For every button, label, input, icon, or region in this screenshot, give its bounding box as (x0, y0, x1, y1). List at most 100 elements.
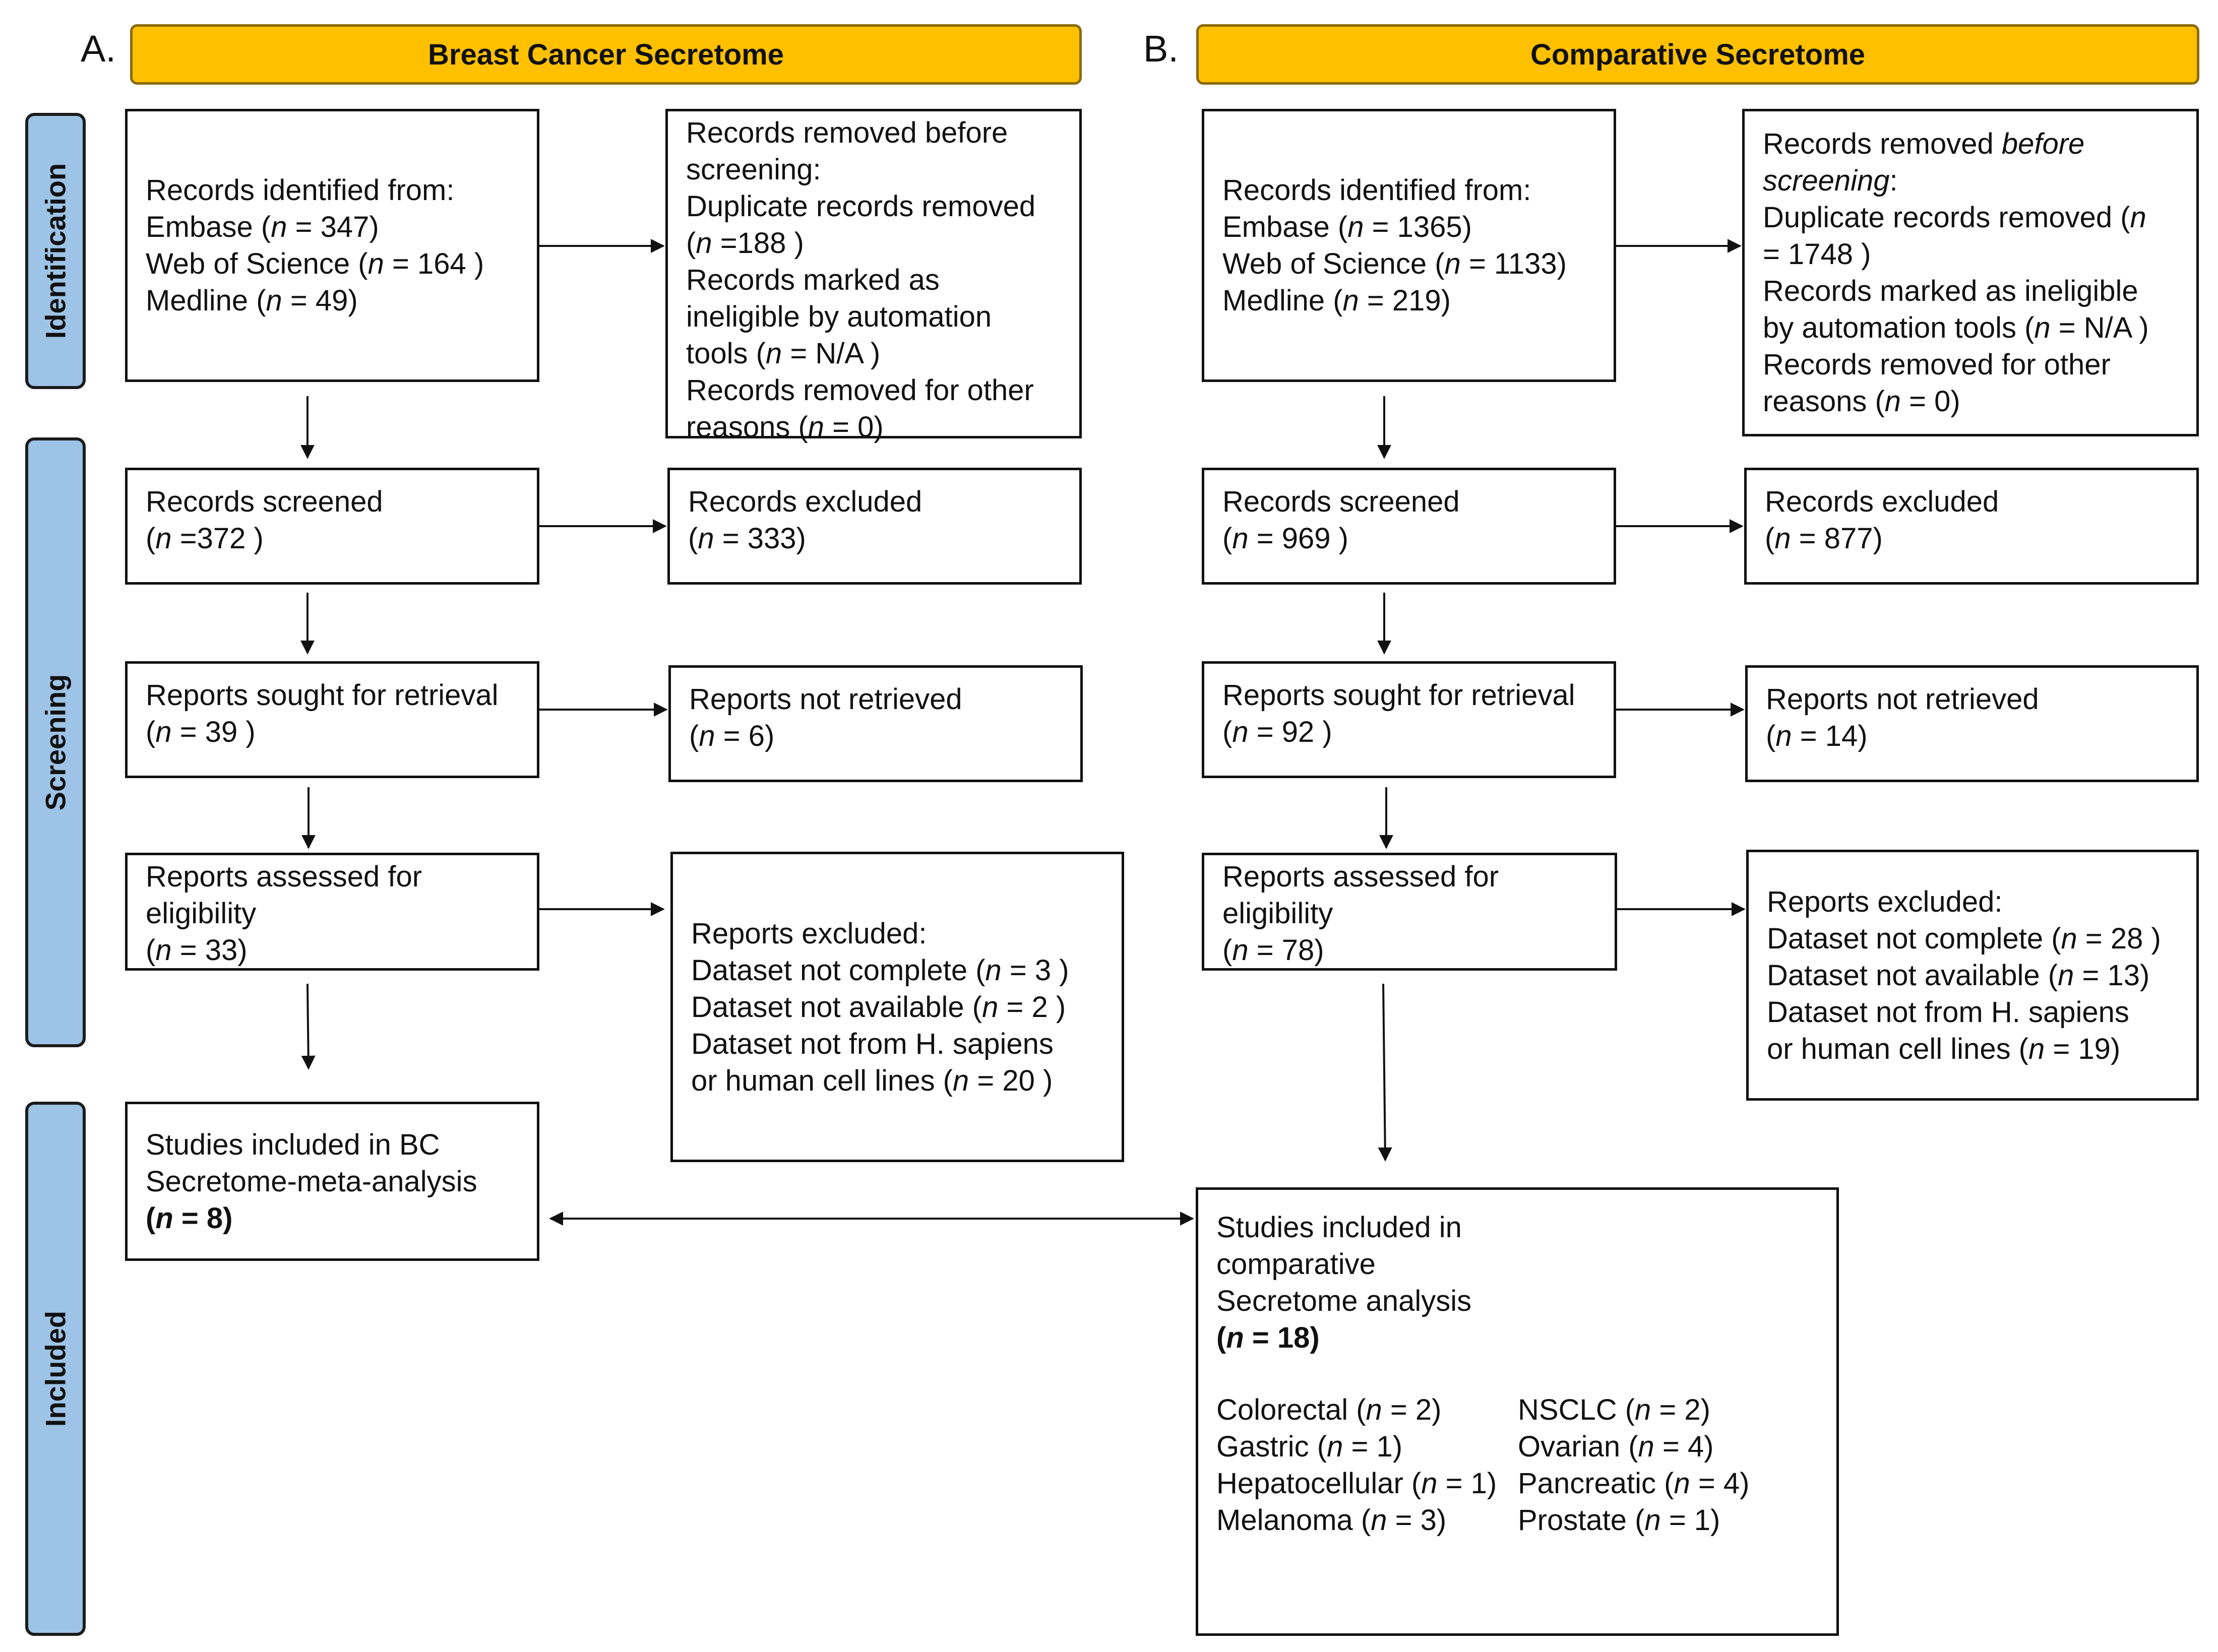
a-removed-line: Records marked as (686, 264, 940, 296)
a-screened-n: (n =372 ) (146, 522, 264, 555)
b-assessed-line: eligibility (1222, 897, 1333, 930)
b-excluded-n: (n = 877) (1765, 522, 1883, 555)
cancer-type-item: Gastric (n = 1) (1216, 1430, 1403, 1463)
b-removed-line: Records marked as ineligible (1763, 275, 2138, 307)
b-assessed-line: Reports assessed for (1222, 860, 1499, 893)
arrow-a-assessed-to-included (301, 983, 316, 1070)
a-removed-line: (n =188 ) (686, 227, 804, 260)
b-wos-line: Web of Science (n = 1133) (1222, 247, 1567, 280)
b-removed-line: = 1748 ) (1763, 238, 1871, 271)
b-included-line: Secretome analysis (1216, 1285, 1472, 1317)
a-removed-line: Records removed before (686, 116, 1008, 149)
b-reports-excluded-heading: Reports excluded: (1767, 885, 2003, 918)
a-excluded-n: (n = 333) (688, 522, 806, 555)
b-records-removed-box: Records removed before screening: Duplic… (1742, 109, 2199, 436)
a-identified-heading: Records identified from: (146, 174, 455, 207)
b-excluded-label: Records excluded (1765, 485, 1999, 518)
b-reports-excluded-box: Reports excluded: Dataset not complete (… (1746, 850, 2199, 1101)
b-reports-sought-box: Reports sought for retrieval (n = 92 ) (1202, 661, 1616, 778)
a-reports-excluded-box: Reports excluded: Dataset not complete (… (670, 852, 1124, 1162)
cancer-type-item: NSCLC (n = 2) (1518, 1393, 1710, 1426)
b-studies-included-box: Studies included in comparative Secretom… (1196, 1187, 1839, 1636)
b-sought-n: (n = 92 ) (1222, 716, 1332, 748)
a-records-identified-box: Records identified from: Embase (n = 347… (125, 109, 539, 382)
b-reason-line: Dataset not complete (n = 28 ) (1767, 922, 2161, 955)
a-removed-line: Duplicate records removed (686, 190, 1036, 223)
a-included-n: (n = 8) (146, 1201, 233, 1235)
b-not-retrieved-label: Reports not retrieved (1766, 683, 2039, 716)
a-reason-line: or human cell lines (n = 20 ) (691, 1064, 1053, 1097)
panel-b-header: Comparative Secretome (1196, 24, 2199, 85)
b-sought-label: Reports sought for retrieval (1222, 679, 1575, 712)
cancer-type-item: Colorectal (n = 2) (1216, 1393, 1442, 1426)
a-removed-line: Records removed for other (686, 374, 1034, 407)
b-included-line: Studies included in (1216, 1211, 1462, 1244)
b-removed-line: screening: (1763, 164, 1898, 197)
a-excluded-label: Records excluded (688, 485, 922, 518)
b-embase-line: Embase (n = 1365) (1222, 211, 1472, 243)
a-not-retrieved-n: (n = 6) (689, 720, 775, 752)
cancer-type-item: Ovarian (n = 4) (1518, 1430, 1714, 1463)
a-records-screened-box: Records screened (n =372 ) (125, 468, 539, 585)
a-records-excluded-box: Records excluded (n = 333) (667, 468, 1082, 585)
a-removed-line: tools (n = N/A ) (686, 337, 881, 370)
a-included-line: Secretome-meta-analysis (146, 1165, 477, 1198)
b-assessed-n: (n = 78) (1222, 934, 1324, 967)
b-records-excluded-box: Records excluded (n = 877) (1744, 468, 2199, 585)
panel-b-letter: B. (1143, 28, 1179, 70)
a-reports-sought-box: Reports sought for retrieval (n = 39 ) (125, 661, 539, 778)
cancer-type-item: Pancreatic (n = 4) (1518, 1467, 1750, 1500)
b-reports-not-retrieved-box: Reports not retrieved (n = 14) (1745, 665, 2199, 782)
a-reason-line: Dataset not complete (n = 3 ) (691, 954, 1069, 987)
a-sought-n: (n = 39 ) (146, 716, 256, 748)
phase-included: Included (25, 1102, 86, 1636)
b-medline-line: Medline (n = 219) (1222, 284, 1451, 317)
cancer-type-item: Hepatocellular (n = 1) (1216, 1467, 1497, 1500)
b-reason-line: Dataset not available (n = 13) (1767, 959, 2150, 992)
b-reason-line: Dataset not from H. sapiens (1767, 995, 2129, 1029)
a-assessed-n: (n = 33) (146, 934, 248, 967)
a-reports-not-retrieved-box: Reports not retrieved (n = 6) (668, 665, 1083, 782)
a-assessed-line: Reports assessed for (146, 860, 422, 893)
a-reason-line: Dataset not available (n = 2 ) (691, 990, 1066, 1024)
a-reports-assessed-box: Reports assessed for eligibility (n = 33… (125, 853, 539, 971)
phase-identification: Identification (25, 113, 86, 389)
a-records-removed-box: Records removed before screening: Duplic… (665, 109, 1082, 443)
a-removed-line: ineligible by automation (686, 300, 992, 333)
phase-screening: Screening (25, 437, 86, 1047)
b-reports-assessed-box: Reports assessed for eligibility (n = 78… (1202, 853, 1617, 971)
b-records-identified-box: Records identified from: Embase (n = 136… (1202, 109, 1616, 382)
a-wos-line: Web of Science (n = 164 ) (146, 247, 484, 280)
a-embase-line: Embase (n = 347) (146, 211, 379, 243)
a-removed-line: screening: (686, 153, 821, 186)
cancer-type-item: Prostate (n = 1) (1518, 1504, 1720, 1537)
b-removed-line: Records removed before (1763, 128, 2085, 160)
a-assessed-line: eligibility (146, 897, 257, 930)
a-screened-label: Records screened (146, 485, 383, 518)
panel-a-header: Breast Cancer Secretome (130, 24, 1082, 85)
b-included-line: comparative (1216, 1248, 1376, 1281)
a-studies-included-box: Studies included in BC Secretome-meta-an… (125, 1102, 539, 1261)
b-removed-line: by automation tools (n = N/A ) (1763, 311, 2149, 344)
b-screened-n: (n = 969 ) (1222, 522, 1348, 555)
b-included-n: (n = 18) (1216, 1321, 1320, 1354)
b-removed-line: reasons (n = 0) (1763, 385, 1960, 418)
a-sought-label: Reports sought for retrieval (146, 679, 499, 712)
a-medline-line: Medline (n = 49) (146, 284, 358, 317)
cancer-type-list: Colorectal (n = 2) NSCLC (n = 2) Gastric… (1216, 1391, 1818, 1539)
b-removed-line: Duplicate records removed (n (1763, 201, 2146, 234)
b-not-retrieved-n: (n = 14) (1766, 720, 1868, 752)
arrow-b-assessed-to-included (1378, 983, 1392, 1162)
b-removed-line: Records removed for other (1763, 348, 2111, 381)
a-reports-excluded-heading: Reports excluded: (691, 917, 927, 950)
b-records-screened-box: Records screened (n = 969 ) (1202, 468, 1616, 585)
b-identified-heading: Records identified from: (1222, 174, 1531, 207)
a-reason-line: Dataset not from H. sapiens (691, 1027, 1054, 1060)
a-not-retrieved-label: Reports not retrieved (689, 683, 962, 716)
a-removed-line: reasons (n = 0) (686, 411, 884, 443)
b-reason-line: or human cell lines (n = 19) (1767, 1032, 2121, 1065)
b-screened-label: Records screened (1222, 485, 1460, 518)
panel-a-letter: A. (81, 28, 116, 70)
